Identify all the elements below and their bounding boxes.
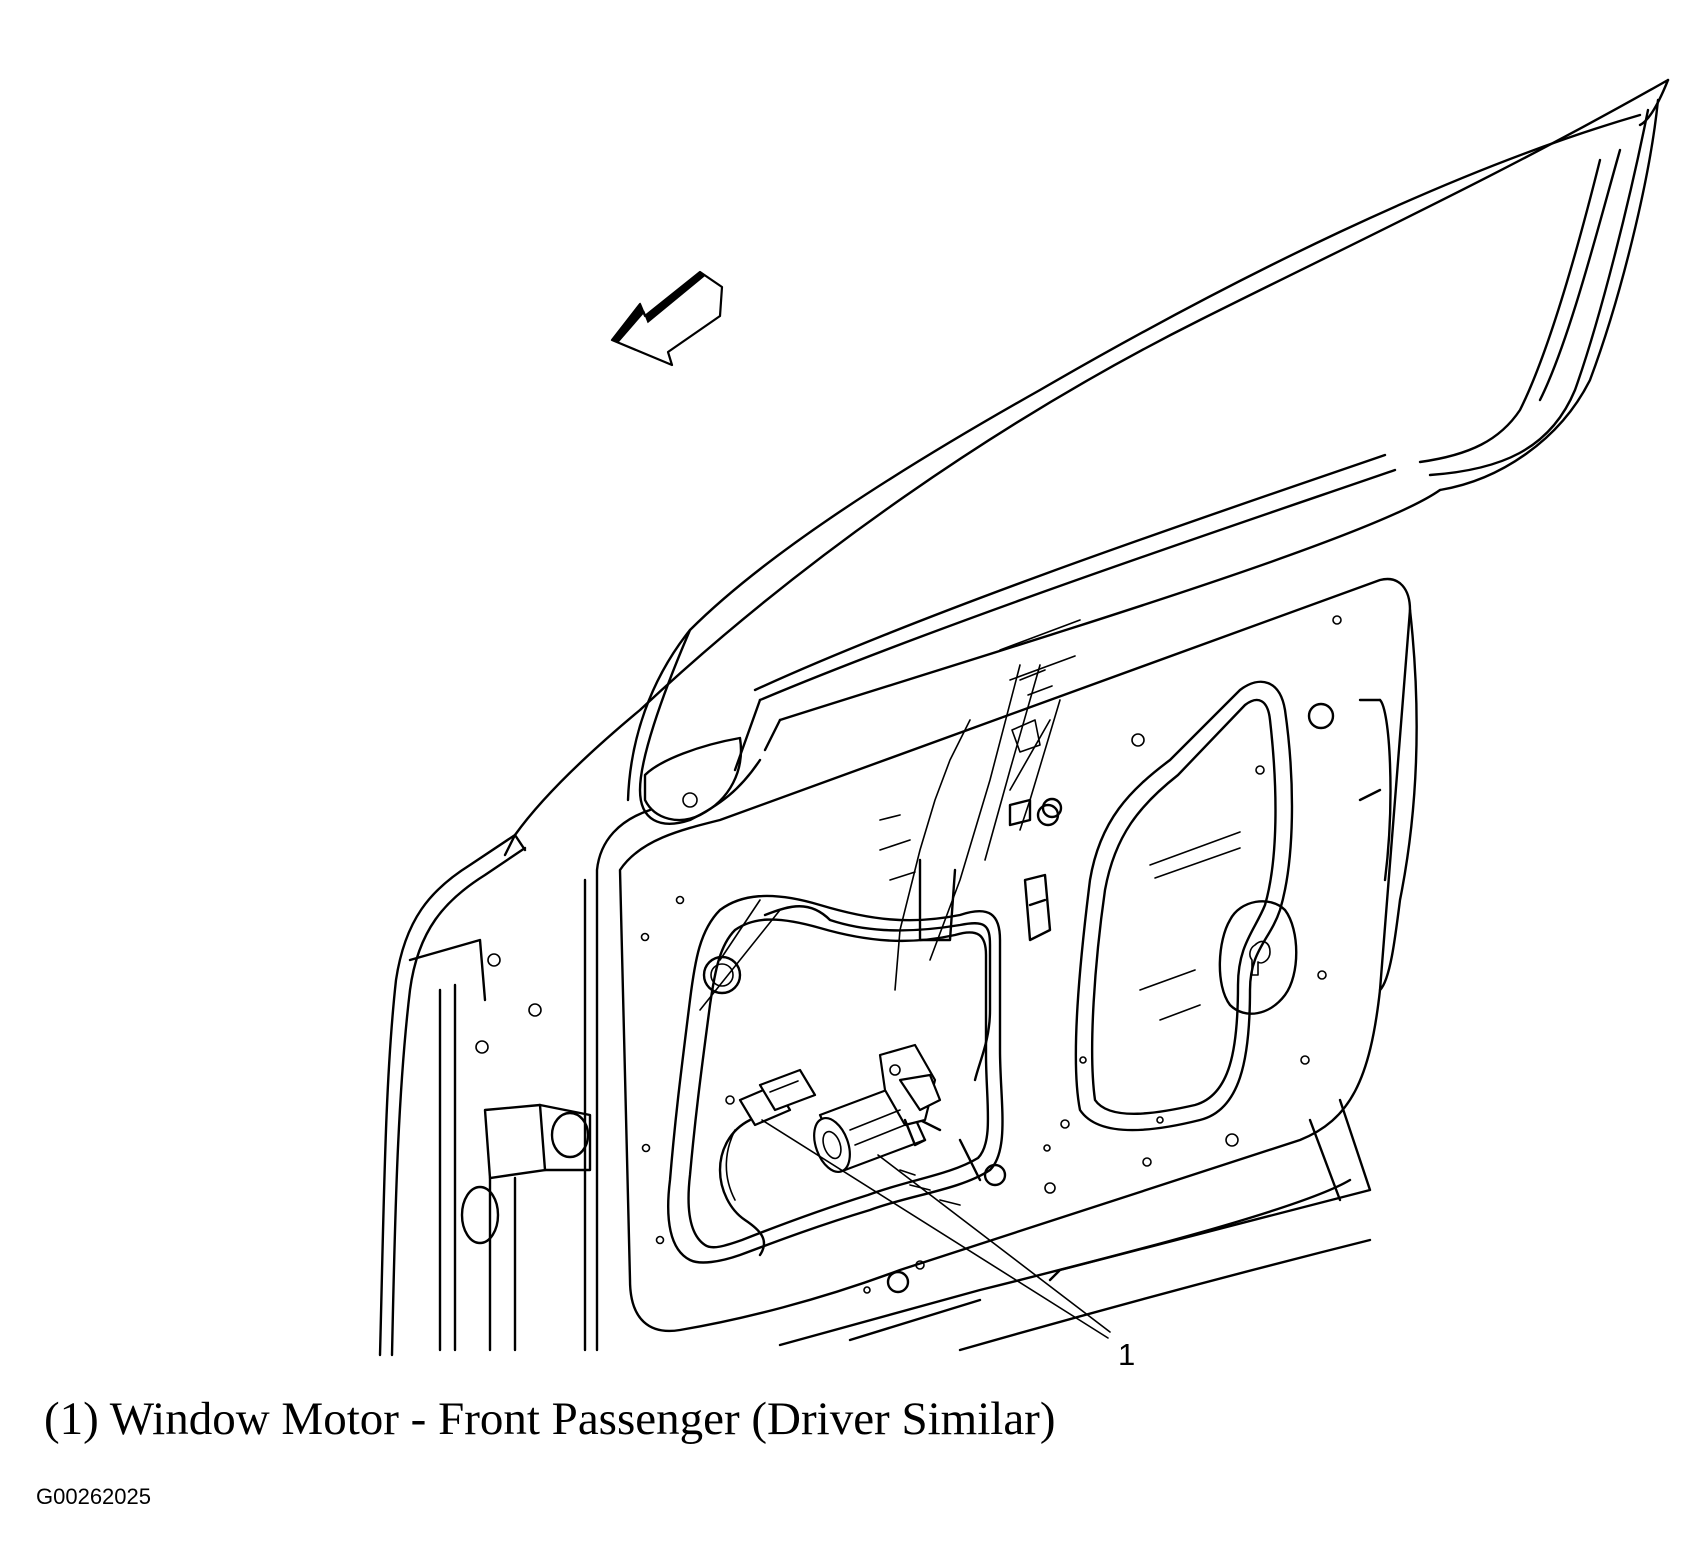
hinge-pillar (408, 833, 592, 1352)
callout-leader-lines (761, 1119, 1111, 1339)
direction-arrow-icon (610, 270, 724, 367)
figure-id: G00262025 (36, 1484, 151, 1509)
window-motor (813, 1043, 942, 1173)
access-cutout-left (667, 894, 1004, 1264)
motor-connector (738, 1068, 817, 1127)
inner-door-panel (583, 577, 1418, 1352)
diagram-caption: (1) Window Motor - Front Passenger (Driv… (44, 1393, 1056, 1445)
door-fasteners (475, 615, 1342, 1294)
callout-number-1: 1 (1118, 1337, 1136, 1372)
access-cutout-right (1074, 680, 1298, 1132)
wiring-harness (718, 905, 992, 1257)
mirror-mount (643, 736, 743, 822)
door-outer-frame (378, 78, 1670, 1357)
